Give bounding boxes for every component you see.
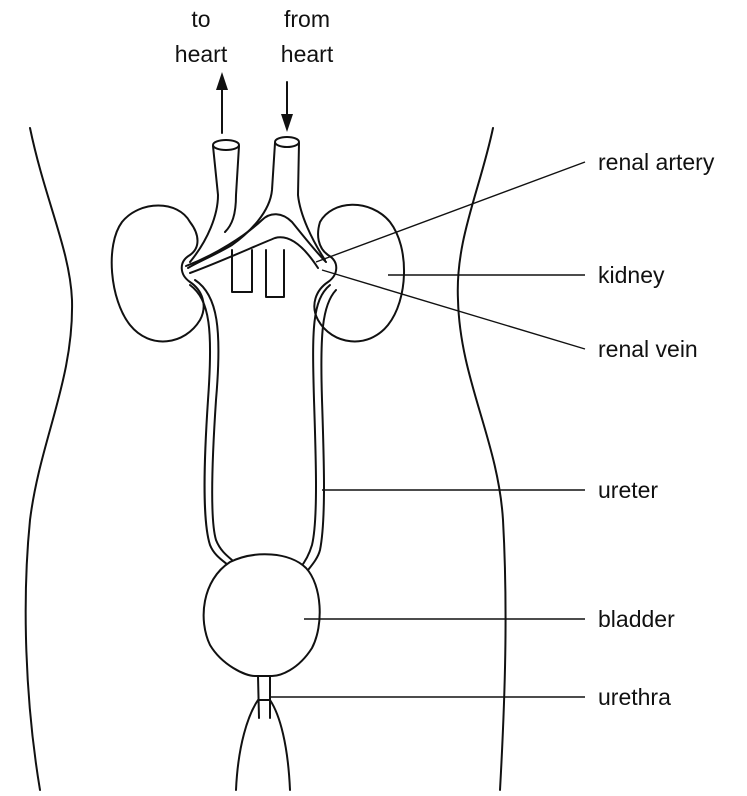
body-outline-right [458,128,506,790]
body-outline-left [26,128,72,790]
urethra-label: urethra [598,684,671,710]
legs-outline [236,700,290,790]
kidney-label: kidney [598,262,665,288]
left-ureter-inner [195,280,232,560]
from-heart-label-line1: from [284,6,330,32]
vena-cava-lower [232,250,252,292]
vena-cava-top-opening [213,140,239,150]
aorta-lower [266,250,284,297]
aorta-top-opening [275,137,299,147]
ureter-label: ureter [598,477,658,503]
from-heart-label-line2: heart [281,41,334,67]
to-heart-arrow-head [216,72,228,90]
renal-artery-label: renal artery [598,149,715,175]
bladder-organ [204,554,320,676]
renal-vein-label: renal vein [598,336,698,362]
to-heart-label-line1: to [191,6,210,32]
to-heart-label-line2: heart [175,41,228,67]
bladder-label: bladder [598,606,675,632]
from-heart-arrow-head [281,114,293,132]
urethra-organ [258,676,270,718]
right-kidney [314,205,404,342]
